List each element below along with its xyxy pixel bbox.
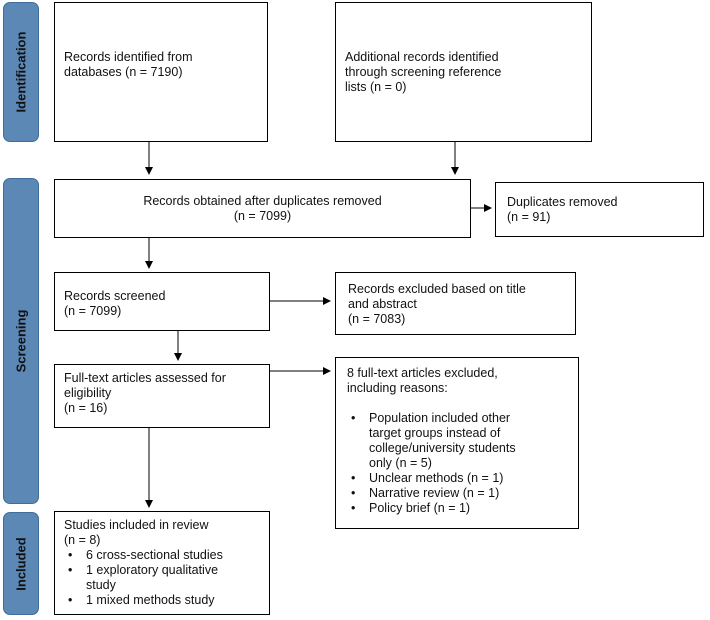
box-duplicates-removed-records: Records obtained after duplicates remove… <box>54 179 471 238</box>
stage-identification: Identification <box>3 2 39 142</box>
screened-line2: (n = 7099) <box>64 304 122 318</box>
included-item-1-line1: 1 exploratory qualitative <box>86 563 219 577</box>
included-studies-list: 6 cross-sectional studies 1 exploratory … <box>64 548 269 608</box>
reason-3-line1: Policy brief (n = 1) <box>369 501 471 515</box>
databases-line1: Records identified from <box>64 50 193 64</box>
box-records-screened: Records screened (n = 7099) <box>54 272 270 331</box>
excluded-title-line3: (n = 7083) <box>348 312 406 326</box>
excluded-title-line1: Records excluded based on title <box>348 282 526 296</box>
reason-0-line3: college/university students <box>369 441 516 455</box>
included-item-0-line1: 6 cross-sectional studies <box>86 548 223 562</box>
fulltext-line2: eligibility <box>64 386 112 400</box>
stage-included: Included <box>3 512 39 615</box>
reason-2-line1: Narrative review (n = 1) <box>369 486 500 500</box>
box-databases: Records identified from databases (n = 7… <box>54 2 268 142</box>
included-study-type: 6 cross-sectional studies <box>64 548 269 563</box>
stage-identification-label: Identification <box>13 31 29 113</box>
box-fulltext-assessed: Full-text articles assessed for eligibil… <box>54 364 270 428</box>
included-study-type: 1 mixed methods study <box>64 593 269 608</box>
reason-0-line4: only (n = 5) <box>369 456 432 470</box>
box-additional-records: Additional records identified through sc… <box>335 2 592 142</box>
stage-screening-label: Screening <box>13 309 29 373</box>
exclusion-reason: Narrative review (n = 1) <box>347 486 578 501</box>
duplicates-line2: (n = 91) <box>507 210 551 224</box>
stage-screening: Screening <box>3 178 39 504</box>
excluded-title-line2: and abstract <box>348 297 417 311</box>
reason-1-line1: Unclear methods (n = 1) <box>369 471 504 485</box>
fulltext-excluded-line2: including reasons: <box>347 381 448 395</box>
included-item-2-line1: 1 mixed methods study <box>86 593 215 607</box>
stage-included-label: Included <box>13 536 29 591</box>
included-line1: Studies included in review <box>64 518 209 532</box>
additional-line1: Additional records identified <box>345 50 499 64</box>
reason-0-line2: target groups instead of <box>369 426 501 440</box>
additional-line3: lists (n = 0) <box>345 80 407 94</box>
exclusion-reason: Population included other target groups … <box>347 411 578 471</box>
databases-line2: databases (n = 7190) <box>64 65 183 79</box>
included-study-type: 1 exploratory qualitative study <box>64 563 269 593</box>
screened-line1: Records screened <box>64 289 166 303</box>
deduplicated-line1: Records obtained after duplicates remove… <box>143 193 382 208</box>
box-studies-included: Studies included in review (n = 8) 6 cro… <box>54 511 270 615</box>
fulltext-line3: (n = 16) <box>64 401 108 415</box>
box-fulltext-excluded: 8 full-text articles excluded, including… <box>335 357 579 529</box>
exclusion-reason: Unclear methods (n = 1) <box>347 471 578 486</box>
fulltext-excluded-line1: 8 full-text articles excluded, <box>347 366 498 380</box>
box-excluded-title-abstract: Records excluded based on title and abst… <box>335 272 576 335</box>
included-item-1-line2: study <box>86 578 116 592</box>
reason-0-line1: Population included other <box>369 411 511 425</box>
fulltext-line1: Full-text articles assessed for <box>64 371 226 385</box>
box-duplicates: Duplicates removed (n = 91) <box>495 182 704 237</box>
included-line2: (n = 8) <box>64 533 101 547</box>
duplicates-line1: Duplicates removed <box>507 195 618 209</box>
deduplicated-line2: (n = 7099) <box>233 208 292 223</box>
exclusion-reason: Policy brief (n = 1) <box>347 501 578 516</box>
additional-line2: through screening reference <box>345 65 502 79</box>
exclusion-reasons-list: Population included other target groups … <box>347 411 578 516</box>
